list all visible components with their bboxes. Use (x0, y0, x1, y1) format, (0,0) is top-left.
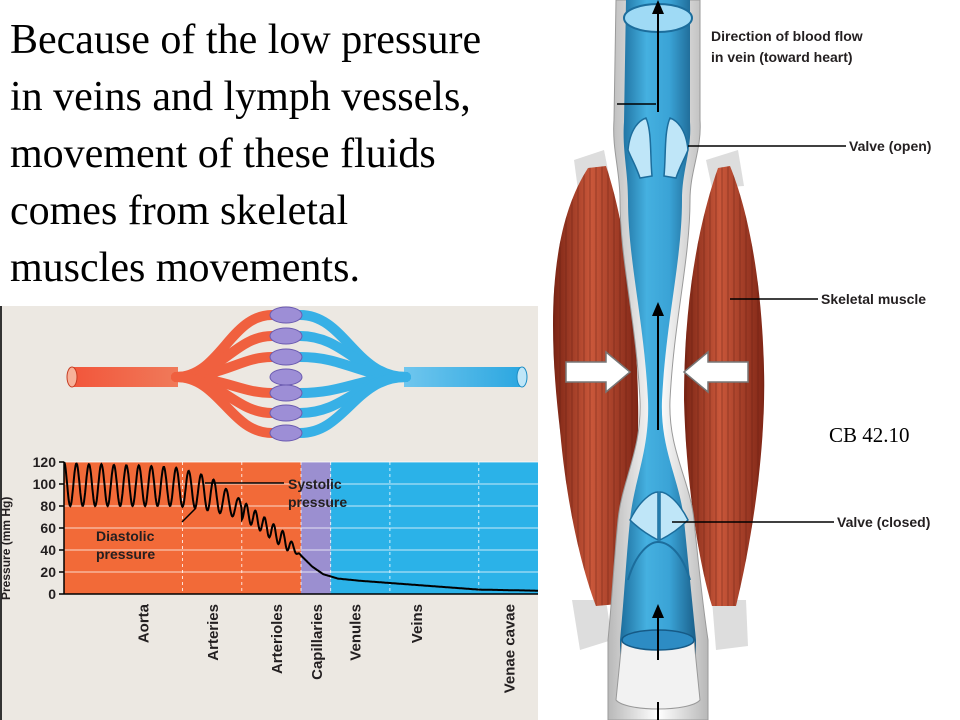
y-tick-label: 40 (40, 542, 56, 558)
headline-line: Because of the low pressure (10, 17, 482, 63)
valve-open-label: Valve (open) (849, 138, 931, 154)
systolic-annotation: Systolic (288, 476, 342, 492)
region-dividers (182, 462, 480, 594)
capillary-bed (269, 404, 303, 422)
y-tick-label: 20 (40, 564, 56, 580)
capillary-bed (269, 348, 303, 366)
x-category-label: Aorta (136, 603, 153, 643)
vein-valve-diagram: Direction of blood flow in vein (toward … (553, 0, 931, 720)
muscle-fibers (553, 166, 639, 606)
pressure-line (63, 461, 538, 592)
pressure-trace (63, 461, 538, 592)
flow-direction-label: Direction of blood flow (711, 28, 863, 44)
x-category-label: Arteries (205, 604, 222, 661)
headline-line: in veins and lymph vessels, (10, 74, 471, 120)
y-axis-ticks: 0 20 40 60 80 100 120 (33, 454, 64, 602)
annotation-leader (181, 507, 197, 523)
blood-pressure-chart: 0 20 40 60 80 100 120 Aorta Arteries Arterioles C… (0, 454, 538, 693)
capillary-bed (269, 424, 303, 442)
valve-open-cusp (627, 117, 653, 179)
arteriole-branch (171, 372, 277, 438)
venule-branch (295, 372, 411, 438)
valve-closed-cusp (659, 491, 689, 542)
capillary-bed (269, 384, 303, 402)
y-tick-label: 80 (40, 498, 56, 514)
flow-arrow-head-icon (652, 302, 664, 316)
vein-trunk (404, 367, 524, 387)
y-axis-title: Pressure (mm Hg) (0, 497, 13, 600)
valve-closed-lower (627, 540, 691, 581)
headline-line: movement of these fluids (10, 131, 436, 177)
systolic-annotation: pressure (288, 494, 347, 510)
headline-line: muscles movements. (10, 245, 360, 291)
y-tick-label: 60 (40, 520, 56, 536)
capillary-bed (269, 327, 303, 345)
x-category-label: Veins (409, 604, 426, 643)
skeletal-muscle-label: Skeletal muscle (821, 291, 926, 307)
muscle-tendon (712, 600, 748, 650)
valve-closed-cusp (629, 491, 659, 542)
x-axis-category-labels: Aorta Arteries Arterioles Capillaries Venule… (136, 603, 519, 693)
y-tick-label: 100 (33, 476, 57, 492)
diastolic-annotation: Diastolic (96, 528, 155, 544)
y-tick-label: 0 (48, 586, 56, 602)
x-category-label: Venules (347, 604, 364, 661)
x-category-label: Capillaries (309, 604, 326, 680)
muscle-tendon (572, 600, 612, 650)
flow-arrow-head-icon (652, 0, 664, 14)
x-category-label: Venae cavae (501, 604, 518, 693)
diastolic-annotation: pressure (96, 546, 155, 562)
artery-opening (66, 366, 78, 388)
capillary-bed (269, 368, 303, 386)
x-category-label: Arterioles (269, 604, 286, 674)
muscle-compression-arrow-left (565, 350, 632, 394)
valve-closed-label: Valve (closed) (837, 514, 930, 530)
vein-cut-end (615, 639, 701, 710)
artery-trunk (70, 367, 178, 387)
vein-opening (516, 366, 528, 388)
figure-reference: CB 42.10 (829, 423, 910, 447)
headline-line: comes from skeletal (10, 188, 349, 234)
valve-open-cusp (663, 117, 689, 179)
flow-arrow-head-icon (652, 604, 664, 618)
muscle-fibers (684, 166, 765, 606)
y-tick-label: 120 (33, 454, 57, 470)
capillary-bed (269, 306, 303, 324)
headline: Because of the low pressure in veins and… (10, 12, 570, 297)
muscle-compression-arrow-right (682, 350, 749, 394)
flow-direction-label: in vein (toward heart) (711, 49, 853, 65)
